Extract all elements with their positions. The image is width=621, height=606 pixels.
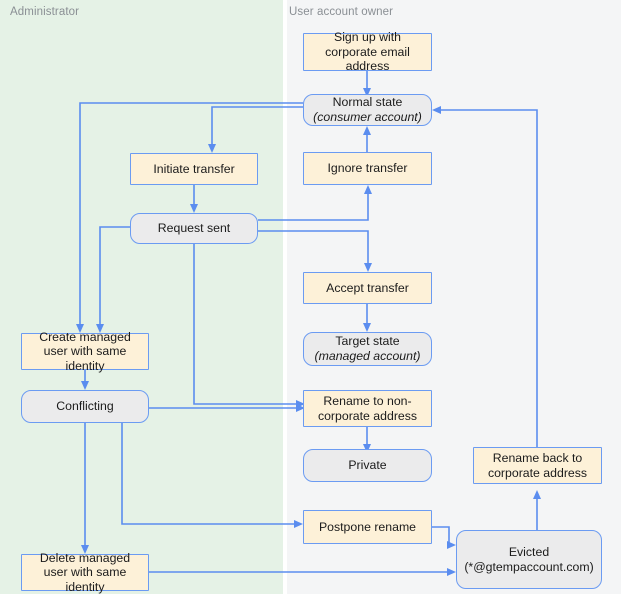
node-normal-state[interactable]: Normal state (consumer account)	[303, 94, 432, 126]
edge-request-sent-to-create-managed	[99, 226, 130, 326]
node-sign-up-with-corporate-email-address[interactable]: Sign up with corporate email address	[303, 30, 432, 74]
node-postpone-rename[interactable]: Postpone rename	[303, 510, 432, 544]
node-label: Create managed user with same identity	[39, 329, 131, 373]
edge-conflicting-to-postpone	[121, 423, 296, 525]
node-rename-back-to-corporate-address[interactable]: Rename back to corporate address	[473, 447, 602, 484]
edge-normal-to-create-managed	[79, 102, 303, 326]
edge-normal-to-initiate	[211, 106, 303, 146]
edge-request-sent-to-rename-non	[193, 244, 298, 405]
arrowhead-request-ignore	[364, 185, 372, 194]
arrowhead-request-accept	[364, 263, 372, 272]
swimlane-label-user-account-owner: User account owner	[289, 6, 394, 18]
node-label: Conflicting	[56, 399, 114, 414]
node-label: Sign up with corporate email address	[325, 30, 410, 74]
arrowhead-accept-target	[363, 323, 371, 332]
node-conflicting[interactable]: Conflicting	[21, 390, 149, 423]
arrowhead-ignore-normal	[363, 126, 371, 135]
node-rename-to-non-corporate-address[interactable]: Rename to non-corporate address	[303, 390, 432, 427]
arrowhead-conflicting-rename	[296, 404, 305, 412]
node-label: Request sent	[157, 221, 231, 236]
arrowhead-renameback-normal	[432, 106, 441, 114]
node-sublabel: (managed account)	[314, 349, 421, 363]
node-sublabel: (consumer account)	[313, 110, 422, 124]
node-initiate-transfer[interactable]: Initiate transfer	[130, 153, 258, 185]
arrowhead-normal-create	[76, 324, 84, 333]
edge-request-sent-to-ignore	[258, 192, 369, 221]
node-label: Rename to non-corporate address	[317, 393, 418, 423]
arrowhead-signup-normal	[363, 88, 371, 97]
node-label: Delete managed user with same identity	[39, 550, 131, 594]
node-sublabel: (*@gtempaccount.com)	[464, 559, 594, 574]
swimlane-administrator	[0, 0, 283, 594]
arrowhead-postpone-evicted	[447, 541, 456, 549]
arrowhead-request-create	[96, 324, 104, 333]
node-label: Rename back to corporate address	[487, 450, 588, 480]
arrowhead-conflicting-postpone	[294, 520, 303, 528]
node-target-state[interactable]: Target state (managed account)	[303, 332, 432, 366]
node-label: Normal state	[332, 95, 403, 110]
edge-request-sent-to-accept	[258, 230, 369, 265]
edge-postpone-to-evicted	[432, 526, 450, 545]
node-ignore-transfer[interactable]: Ignore transfer	[303, 152, 432, 185]
node-label: Evicted	[508, 544, 550, 559]
node-request-sent[interactable]: Request sent	[130, 213, 258, 244]
node-label: Initiate transfer	[153, 161, 235, 176]
node-evicted[interactable]: Evicted (*@gtempaccount.com)	[456, 530, 602, 589]
arrowhead-conflicting-delete	[81, 545, 89, 554]
swimlane-label-administrator: Administrator	[10, 6, 80, 18]
node-label: Target state	[335, 334, 400, 349]
node-delete-managed-user-with-same-identity[interactable]: Delete managed user with same identity	[21, 551, 149, 594]
arrowhead-initiate-request	[190, 204, 198, 213]
arrowhead-delete-evicted	[447, 568, 456, 576]
edge-rename-back-to-normal	[439, 109, 538, 447]
node-accept-transfer[interactable]: Accept transfer	[303, 272, 432, 304]
arrowhead-normal-initiate	[208, 144, 216, 153]
arrowhead-rename-private	[363, 444, 371, 453]
arrowhead-create-conflicting	[81, 381, 89, 390]
node-label: Private	[348, 458, 387, 473]
node-label: Accept transfer	[326, 280, 409, 295]
node-private[interactable]: Private	[303, 449, 432, 482]
node-label: Postpone rename	[318, 519, 417, 534]
node-create-managed-user-with-same-identity[interactable]: Create managed user with same identity	[21, 330, 149, 373]
node-label: Ignore transfer	[327, 161, 408, 176]
arrowhead-evicted-renameback	[533, 490, 541, 499]
